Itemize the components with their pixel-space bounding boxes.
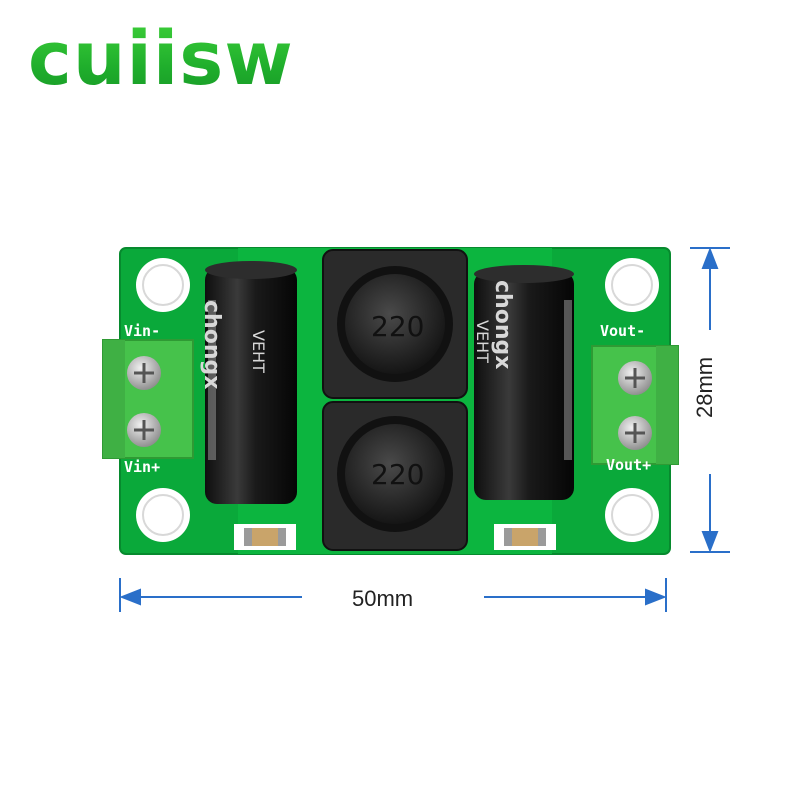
- width-dimension-label: 50mm: [352, 586, 414, 611]
- mount-hole-bottom-left: [136, 488, 190, 542]
- brand-logo: cuiisw: [28, 16, 294, 102]
- capacitor-right: [474, 265, 574, 500]
- capacitor-right-series: VEHT: [473, 320, 492, 363]
- capacitor-left-series: VEHT: [249, 330, 268, 373]
- mount-hole-top-right: [605, 258, 659, 312]
- height-dimension-label: 28mm: [692, 356, 717, 418]
- inductor-top: [322, 249, 468, 399]
- silk-vin-plus: Vin+: [124, 458, 161, 476]
- smd-resistor-left: [234, 524, 296, 550]
- capacitor-right-brand: chongx: [490, 280, 515, 370]
- inductor-top-marking: 220: [371, 310, 425, 343]
- capacitor-left-brand: chongx: [199, 300, 224, 390]
- terminal-block-left: [102, 339, 194, 459]
- inductor-bottom: [322, 401, 468, 551]
- silk-vin-minus: Vin-: [124, 322, 161, 340]
- inductor-bottom-marking: 220: [371, 458, 425, 491]
- silk-vout-minus: Vout-: [600, 322, 646, 340]
- width-dimension: [119, 578, 667, 612]
- mount-hole-top-left: [136, 258, 190, 312]
- terminal-block-right: [591, 345, 679, 465]
- height-dimension: [690, 247, 730, 553]
- silk-vout-plus: Vout+: [606, 456, 652, 474]
- capacitor-left: [205, 261, 297, 504]
- mount-hole-bottom-right: [605, 488, 659, 542]
- smd-resistor-right: [494, 524, 556, 550]
